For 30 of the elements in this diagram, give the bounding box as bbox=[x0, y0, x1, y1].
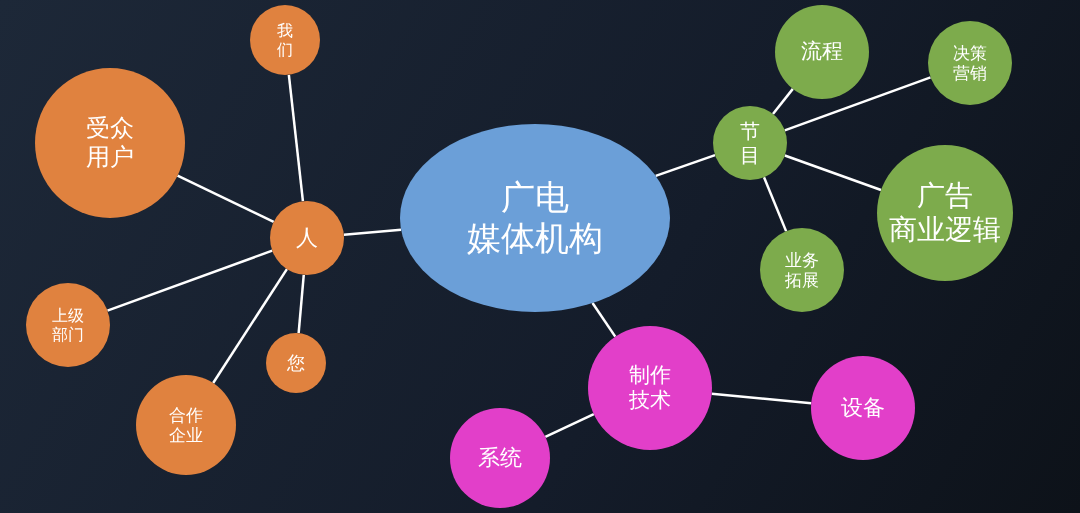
topic-label: 上级部门 bbox=[52, 305, 84, 345]
connector-line bbox=[544, 413, 595, 438]
topic-label: 合作企业 bbox=[169, 404, 203, 446]
topic-label: 人 bbox=[296, 224, 318, 252]
topic-label: 流程 bbox=[801, 39, 843, 65]
topic-label: 广电媒体机构 bbox=[467, 177, 603, 259]
connector-line bbox=[343, 228, 402, 236]
connector-line bbox=[655, 154, 716, 178]
topic-label: 制作技术 bbox=[629, 362, 671, 414]
topic-label: 我们 bbox=[277, 20, 293, 60]
topic-label: 设备 bbox=[841, 394, 885, 422]
connector-line bbox=[297, 274, 305, 334]
topic-label: 节目 bbox=[740, 119, 760, 167]
topic-label: 受众用户 bbox=[86, 114, 134, 172]
connector-line bbox=[784, 154, 882, 192]
connector-line bbox=[711, 392, 812, 405]
connector-line bbox=[177, 174, 275, 224]
connector-line bbox=[107, 249, 273, 312]
topic-circle bbox=[266, 333, 326, 393]
connector-line bbox=[212, 268, 288, 384]
topic-label: 广告商业逻辑 bbox=[889, 179, 1001, 247]
connector-line bbox=[591, 302, 617, 338]
connector-line bbox=[762, 176, 788, 232]
topic-label: 您 bbox=[287, 352, 305, 374]
topic-label: 系统 bbox=[478, 444, 522, 472]
connector-line bbox=[287, 74, 305, 202]
topic-label: 决策营销 bbox=[953, 42, 987, 84]
connector-line bbox=[784, 76, 931, 132]
topic-label: 业务拓展 bbox=[785, 249, 819, 291]
connector-line bbox=[772, 88, 794, 115]
